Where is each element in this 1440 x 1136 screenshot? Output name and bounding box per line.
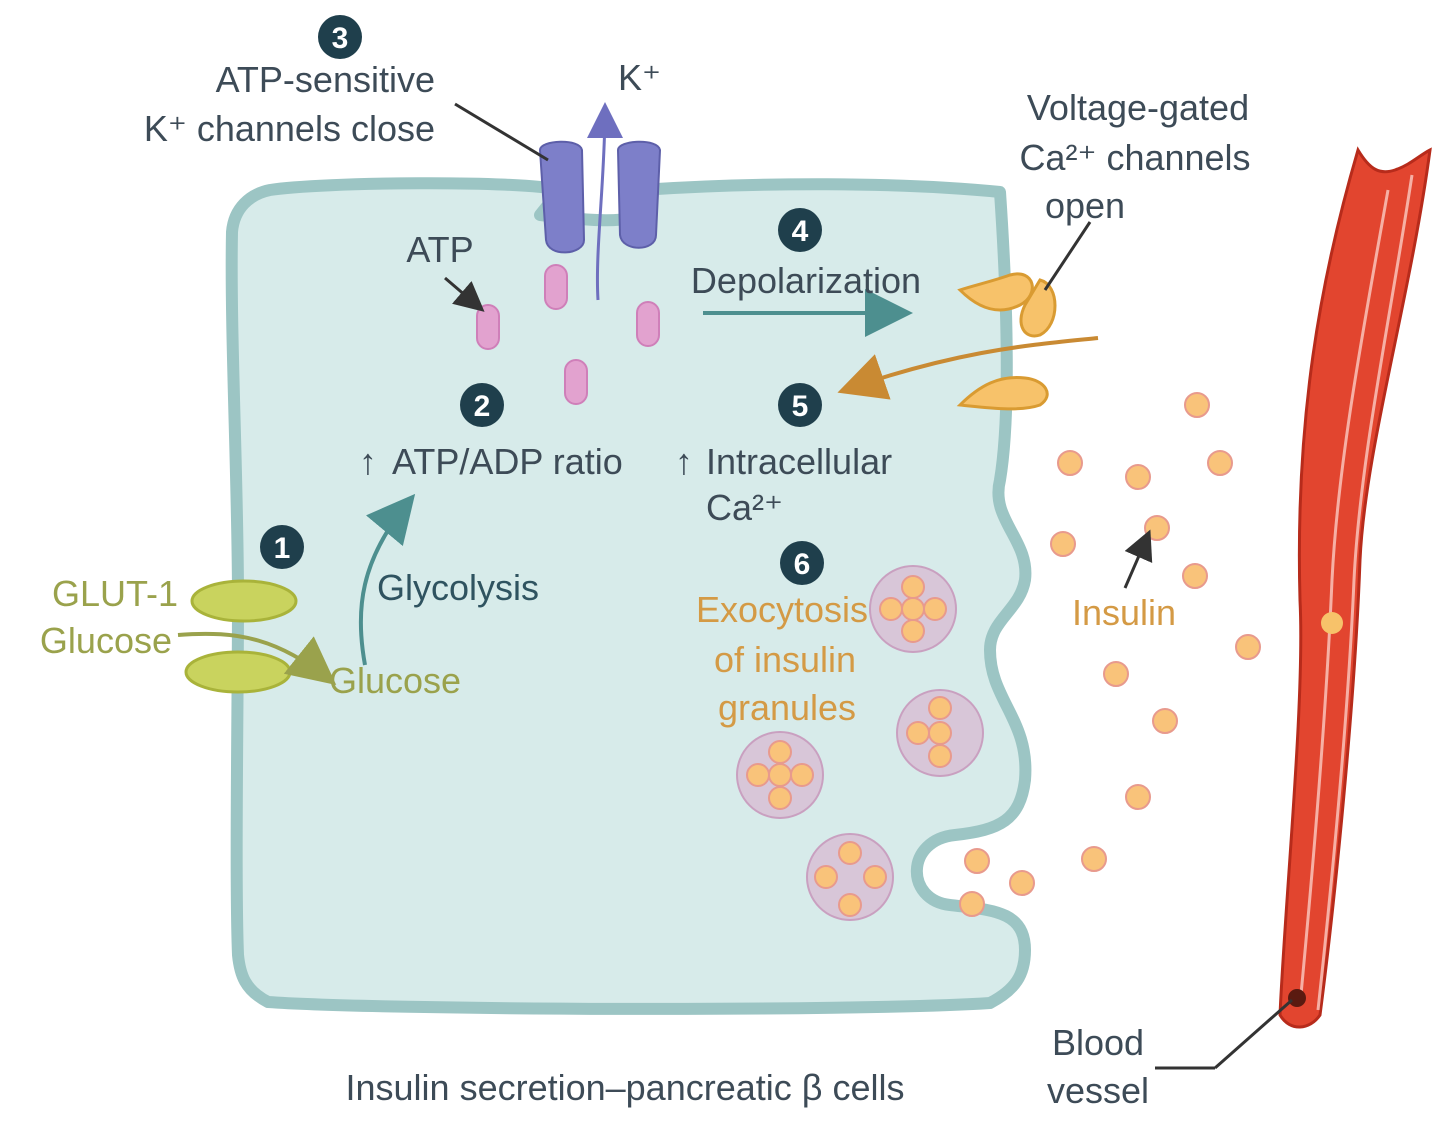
ca-channel-pointer	[1043, 221, 1092, 291]
blood-vessel-pointer-diag	[1214, 998, 1293, 1070]
svg-text:2: 2	[474, 390, 491, 423]
katp-channel	[538, 140, 662, 254]
beta-cell-membrane	[225, 177, 1032, 1015]
calcium-influx-arrow	[837, 336, 1099, 400]
svg-text:5: 5	[792, 390, 809, 423]
insulin-granule	[806, 833, 894, 921]
glycolysis-arrow	[358, 493, 416, 666]
blood-vessel-label-line1: Blood	[1052, 1022, 1144, 1063]
ca-channel	[956, 272, 1057, 411]
step-badge-1: 1	[260, 525, 304, 569]
atp-adp-ratio-label: ATP/ADP ratio	[392, 441, 623, 482]
k-ion-label: K⁺	[618, 57, 661, 98]
katp-pointer	[454, 102, 549, 162]
granule-insulin-cores	[746, 575, 952, 917]
insulin-label: Insulin	[1072, 592, 1176, 633]
intracellular-label-line1: Intracellular	[706, 441, 892, 482]
glucose-outside-label: Glucose	[40, 620, 172, 661]
atp-pointer	[444, 276, 485, 312]
step-badge-6: 6	[780, 541, 824, 585]
glycolysis-label: Glycolysis	[377, 567, 539, 608]
step-badge-4: 4	[778, 208, 822, 252]
diagram-title: Insulin secretion–pancreatic β cells	[346, 1067, 905, 1108]
katp-label-line2: K⁺ channels close	[144, 108, 435, 149]
exocytosis-label-line2: of insulin	[714, 639, 856, 680]
glucose-inside-label: Glucose	[329, 660, 461, 701]
blood-vessel-label-line2: vessel	[1047, 1070, 1149, 1111]
atp-molecules	[476, 264, 660, 405]
svg-text:1: 1	[274, 532, 291, 565]
step-badge-3: 3	[318, 15, 362, 59]
ca-channel-label-line2: Ca²⁺ channels	[1019, 137, 1250, 178]
svg-text:4: 4	[792, 215, 809, 248]
atp-label: ATP	[406, 229, 473, 270]
intracellular-label-line2: Ca²⁺	[706, 487, 783, 528]
k-efflux-arrow	[586, 102, 623, 301]
glucose-transport-arrow	[177, 631, 337, 685]
ca-channel-label-line1: Voltage-gated	[1027, 87, 1249, 128]
atp-adp-up-arrow: ↑	[359, 441, 377, 482]
step-badge-2: 2	[460, 383, 504, 427]
glut1-transporter	[184, 579, 298, 694]
blood-vessel	[1278, 146, 1432, 1029]
katp-label-line1: ATP-sensitive	[216, 59, 435, 100]
glut1-label: GLUT-1	[52, 573, 178, 614]
svg-text:3: 3	[332, 22, 349, 55]
insulin-pointer	[1123, 529, 1153, 589]
released-insulin	[959, 392, 1261, 917]
ca-channel-label-line3: open	[1045, 185, 1125, 226]
depolarization-label: Depolarization	[691, 260, 921, 301]
svg-text:6: 6	[794, 548, 811, 581]
intracellular-up-arrow: ↑	[675, 441, 693, 482]
step-badge-5: 5	[778, 383, 822, 427]
exocytosis-label-line3: granules	[718, 687, 856, 728]
exocytosis-label-line1: Exocytosis	[696, 589, 868, 630]
